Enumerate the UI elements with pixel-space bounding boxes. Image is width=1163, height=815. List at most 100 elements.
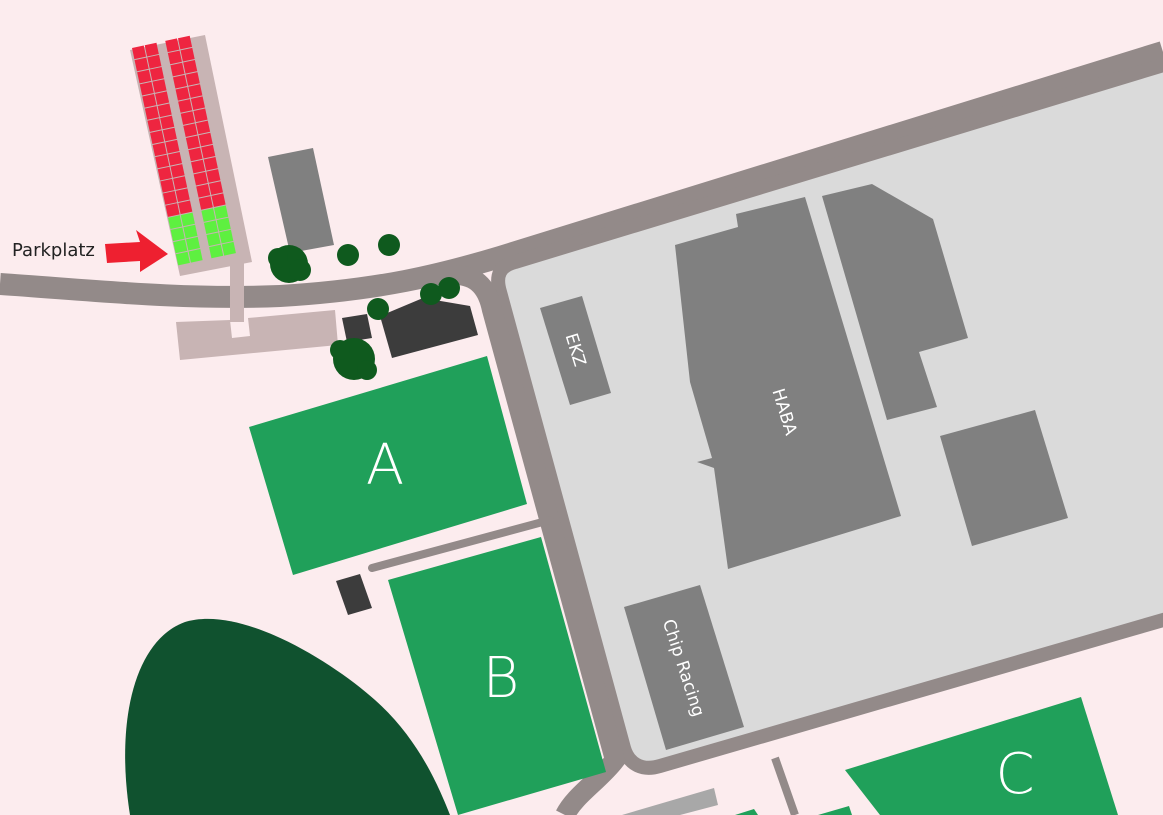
parking-spot-occupied — [198, 132, 213, 147]
parking-spot-occupied — [149, 67, 164, 81]
parking-spot-occupied — [178, 99, 193, 113]
chip-racing-building — [624, 585, 744, 750]
tree-icon — [337, 244, 359, 266]
parking-spot-free — [188, 248, 203, 263]
parking-spot-occupied — [198, 196, 213, 210]
parking-spot-occupied — [167, 151, 183, 166]
parking-spot-occupied — [150, 130, 165, 145]
platform — [622, 788, 718, 815]
parking-spot-occupied — [193, 108, 208, 123]
red-arrow-icon — [105, 230, 168, 272]
tree-icon — [438, 277, 460, 299]
field-c-label: C — [995, 742, 1034, 807]
parking-label: Parkplatz — [12, 240, 95, 261]
parking-spot-occupied — [139, 81, 154, 96]
parking-spot-occupied — [208, 181, 224, 195]
field-b-label: B — [483, 646, 520, 711]
parking-spot-free — [203, 220, 219, 235]
shed-building — [342, 314, 372, 342]
parking-spot-occupied — [144, 106, 159, 120]
parking-spot-occupied — [201, 144, 216, 159]
forest-area — [125, 618, 450, 815]
parking-spot-occupied — [190, 96, 205, 111]
parking-spot-free — [214, 205, 229, 220]
parking-spot-free — [185, 236, 201, 251]
field-a-label: A — [366, 433, 404, 498]
field-d — [735, 809, 758, 815]
parking-spot-occupied — [157, 166, 172, 181]
parking-spot-occupied — [196, 120, 211, 135]
parking-spot-occupied — [196, 183, 211, 198]
field-c — [845, 697, 1118, 815]
parking-spot-occupied — [155, 154, 170, 169]
parking-spot-occupied — [162, 127, 177, 142]
parking-spot-occupied — [185, 72, 200, 86]
parking-spot-occupied — [211, 193, 226, 208]
parking-spot-occupied — [180, 111, 195, 125]
garage-building — [268, 148, 334, 253]
parking-spot-occupied — [175, 86, 190, 101]
parking-spot-occupied — [177, 35, 193, 50]
parking-spot-occupied — [170, 164, 185, 178]
parking-spot-free — [201, 208, 216, 222]
parking-spot-occupied — [206, 169, 221, 183]
southeast-building — [940, 410, 1068, 546]
tree-icon — [378, 234, 400, 256]
parking-spot-occupied — [147, 54, 162, 69]
parking-spot-free — [175, 251, 190, 266]
parking-spot-occupied — [178, 200, 193, 215]
parking-spot-free — [216, 217, 231, 232]
side-road — [454, 265, 626, 815]
parking-spot-free — [206, 232, 221, 247]
parking-spot-occupied — [155, 91, 170, 105]
parking-spot-occupied — [173, 176, 188, 190]
field-a — [249, 356, 527, 575]
tree-icon — [367, 298, 389, 320]
tree-icon — [268, 245, 311, 283]
tree-icon — [420, 283, 442, 305]
parking-spot-occupied — [152, 142, 167, 157]
parking-spot-occupied — [167, 50, 182, 65]
parking-spot-free — [168, 215, 183, 229]
parking-spot-free — [209, 244, 224, 259]
parking-spot-occupied — [183, 59, 198, 74]
south-road — [771, 756, 799, 815]
parking-spot-occupied — [134, 57, 149, 72]
parking-spot-occupied — [193, 171, 208, 186]
parking-spot-occupied — [188, 147, 203, 162]
main-road — [0, 41, 1163, 308]
parking-spot-occupied — [165, 38, 180, 53]
parking-spot-occupied — [142, 94, 157, 108]
clubhouse-building — [380, 298, 478, 358]
parking-spot-occupied — [147, 118, 162, 132]
east-building — [822, 184, 968, 420]
parking-spot-occupied — [180, 47, 195, 62]
parking-spot-occupied — [160, 178, 175, 193]
parking-spot-free — [173, 239, 188, 254]
trees — [268, 234, 460, 380]
parking-spot-occupied — [203, 157, 218, 171]
parking-spot-free — [183, 224, 198, 239]
parking-spot-occupied — [165, 139, 180, 154]
parking-spots — [132, 35, 236, 266]
field-path — [368, 516, 554, 572]
parking-spot-free — [219, 229, 234, 244]
field-b — [388, 537, 606, 815]
parking-spot-occupied — [165, 203, 180, 217]
parking-spot-occupied — [188, 84, 203, 98]
parking-spot-occupied — [170, 62, 185, 77]
hut-building — [336, 574, 372, 615]
haba-building — [675, 197, 901, 569]
parking-spot-occupied — [191, 159, 206, 174]
field-e — [818, 806, 852, 815]
parking-spot-occupied — [137, 69, 152, 84]
parking-spot-occupied — [172, 74, 188, 89]
parking-spot-occupied — [160, 115, 175, 130]
parking-spot-free — [221, 241, 236, 256]
parking-spot-occupied — [162, 191, 178, 205]
parking-spot-occupied — [152, 79, 167, 93]
tree-icon — [330, 338, 377, 380]
parking-spot-occupied — [185, 135, 200, 150]
parking-spot-free — [180, 212, 195, 227]
